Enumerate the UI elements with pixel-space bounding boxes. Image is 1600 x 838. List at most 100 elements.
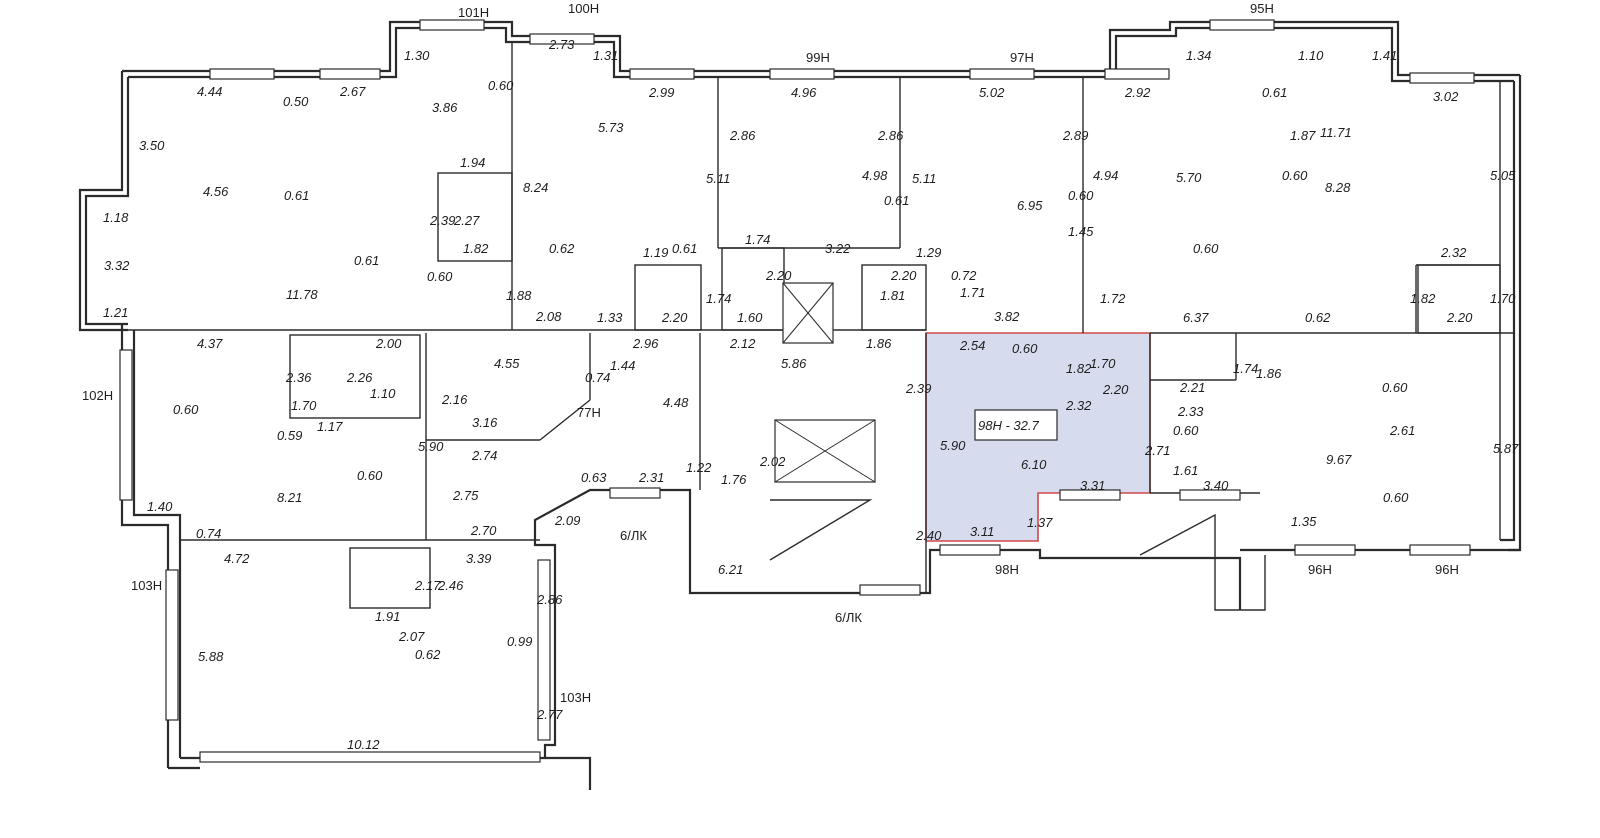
dim: 1.86 [1256,366,1282,381]
dim: 1.71 [960,285,985,300]
dim: 1.86 [866,336,892,351]
unit-98h-label-box [974,409,1058,441]
dim: 2.21 [1179,380,1205,395]
dim: 1.34 [1186,48,1211,63]
outer-walls [78,20,1522,790]
dim: 5.90 [940,438,966,453]
dim: 4.48 [663,395,689,410]
unit-98h-label: 98Н - 32.7 [978,418,1039,433]
dim: 11.71 [1320,125,1352,140]
dim: 1.19 [643,245,668,260]
dim: 10.12 [347,737,380,752]
dim: 1.10 [370,386,396,401]
dim: 2.27 [453,213,480,228]
dim: 1.70 [1090,356,1116,371]
dim: 3.82 [994,309,1020,324]
dim: 2.73 [548,37,575,52]
dim: 2.92 [1124,85,1151,100]
dim: 0.99 [507,634,532,649]
stair-flights [769,499,1266,611]
dim: 3.31 [1080,478,1105,493]
dim: 11.78 [286,287,318,302]
dim: 1.70 [1490,291,1516,306]
dim: 2.17 [414,578,441,593]
dim: 0.62 [549,241,575,256]
dim: 2.32 [1440,245,1467,260]
dim: 2.09 [554,513,580,528]
dim: 2.26 [346,370,373,385]
dim: 0.62 [415,647,441,662]
dim: 1.33 [597,310,623,325]
dim: 0.61 [672,241,697,256]
dim: 3.50 [139,138,165,153]
callout-97h: 97Н [1010,50,1034,65]
dim: 5.73 [598,120,624,135]
dim: 2.20 [1446,310,1473,325]
dim: 1.60 [737,310,763,325]
dim: 4.96 [791,85,817,100]
callout-101h: 101Н [458,5,489,20]
dim: 2.89 [1062,128,1088,143]
dim: 4.94 [1093,168,1118,183]
dim: 0.60 [173,402,199,417]
dim: 1.74 [745,232,770,247]
dim: 2.86 [536,592,563,607]
dim: 9.67 [1326,452,1352,467]
dim: 4.98 [862,168,888,183]
dim: 0.61 [1262,85,1287,100]
dim: 1.82 [463,241,489,256]
dim: 1.31 [593,48,618,63]
dim: 4.72 [224,551,250,566]
dim: 0.74 [585,370,610,385]
dim: 2.16 [441,392,468,407]
dim: 2.08 [535,309,562,324]
dim: 0.60 [1193,241,1219,256]
dim: 2.77 [536,707,563,722]
dim: 3.40 [1203,478,1229,493]
unit-callouts: 101Н 100Н 99Н 97Н 95Н 102Н 77Н 6/ЛК 103Н… [82,1,1459,705]
callout-103h-left: 103Н [131,578,162,593]
dim: 0.61 [284,188,309,203]
dim: 1.10 [1298,48,1324,63]
dim: 1.70 [291,398,317,413]
dim: 2.99 [648,85,674,100]
dim: 1.40 [147,499,173,514]
dim: 1.82 [1066,361,1092,376]
dim: 0.60 [1012,341,1038,356]
dim: 3.32 [104,258,130,273]
dim: 1.41 [1372,48,1397,63]
dim: 1.37 [1027,515,1053,530]
dim: 1.76 [721,472,747,487]
dim: 0.74 [196,526,221,541]
dim: 2.46 [437,578,464,593]
dim: 2.71 [1144,443,1170,458]
dim: 2.33 [1177,404,1204,419]
dim: 4.55 [494,356,520,371]
dim: 2.61 [1389,423,1415,438]
dim: 5.02 [979,85,1005,100]
dim: 2.20 [765,268,792,283]
elevator-shafts [774,282,876,483]
dim: 2.07 [398,629,425,644]
dim: 5.90 [418,439,444,454]
dim: 2.12 [729,336,756,351]
callout-6lk-bottom: 6/ЛК [835,610,862,625]
dim: 2.74 [471,448,497,463]
dim: 0.60 [1382,380,1408,395]
dim: 0.61 [354,253,379,268]
dim: 1.72 [1100,291,1126,306]
dim: 0.62 [1305,310,1331,325]
dim: 6.37 [1183,310,1209,325]
dim: 0.50 [283,94,309,109]
dim: 8.24 [523,180,548,195]
dim: 0.72 [951,268,977,283]
dim: 2.40 [915,528,942,543]
dim: 3.11 [970,524,994,539]
dim: 4.44 [197,84,222,99]
dim: 2.70 [470,523,497,538]
callout-96h-right: 96Н [1435,562,1459,577]
callout-95h: 95Н [1250,1,1274,16]
dim: 0.60 [427,269,453,284]
dim: 2.67 [339,84,366,99]
dim: 2.20 [661,310,688,325]
